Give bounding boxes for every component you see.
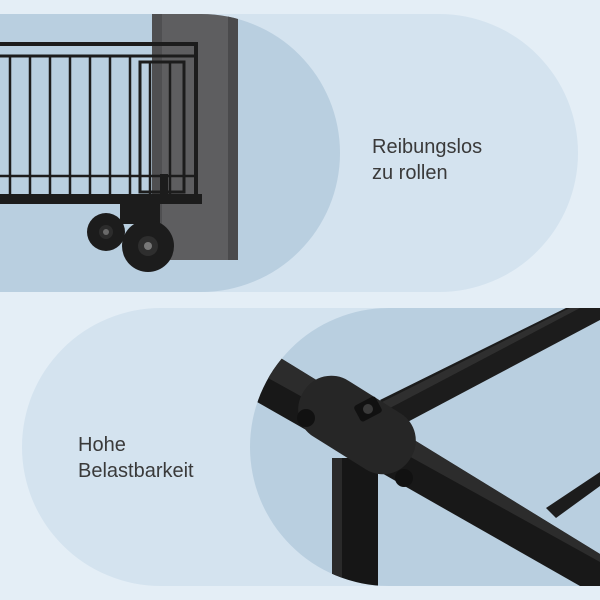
bolt: [354, 396, 382, 422]
rolling-basket-wheels-photo: [0, 14, 340, 292]
feature-caption-rolling: Reibungslos zu rollen: [372, 134, 482, 186]
joint-plate: [297, 375, 416, 487]
caption-line: Hohe: [78, 434, 126, 456]
caption-line: Reibungslos: [372, 136, 483, 158]
caption-line: zu rollen: [372, 162, 448, 184]
caster-wheels: [87, 204, 174, 272]
metal-frame-joint-photo: [250, 308, 600, 586]
feature-caption-load: Hohe Belastbarkeit: [78, 432, 194, 484]
caption-line: Belastbarkeit: [78, 460, 194, 482]
